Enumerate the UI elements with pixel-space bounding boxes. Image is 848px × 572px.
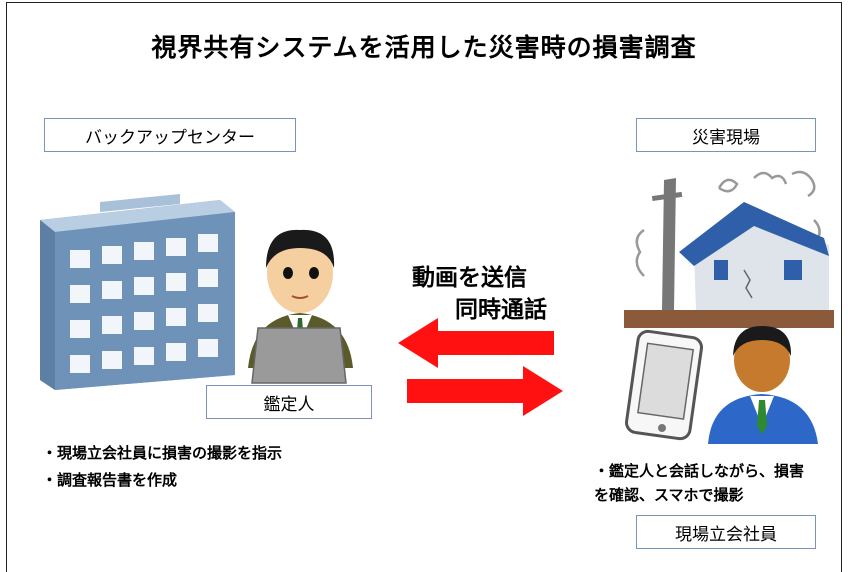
arrow-text-line1: 動画を送信	[412, 265, 527, 291]
left-bullet-item: ・現場立会社員に損害の撮影を指示	[42, 444, 283, 462]
right-bullet-list: ・鑑定人と会話しながら、損害 を確認、スマホで撮影	[594, 459, 804, 507]
damaged-house-icon	[624, 160, 834, 328]
arrow-text-line2: 同時通話	[455, 297, 547, 323]
diagram-frame	[6, 2, 842, 572]
site-staff-text: 現場立会社員	[675, 524, 777, 545]
backup-center-label: バックアップセンター	[44, 118, 296, 152]
left-bullet-list: ・現場立会社員に損害の撮影を指示 ・調査報告書を作成	[42, 440, 282, 494]
disaster-site-label: 災害現場	[636, 118, 816, 152]
appraiser-text: 鑑定人	[263, 394, 315, 415]
right-bullet-item: を確認、スマホで撮影	[594, 486, 744, 504]
appraiser-person-icon	[248, 229, 353, 384]
office-building-icon	[40, 194, 235, 390]
left-bullet-item: ・調査報告書を作成	[42, 471, 178, 489]
right-bullet-item: ・鑑定人と会話しながら、損害	[594, 462, 805, 480]
site-staff-person-icon	[708, 326, 818, 444]
appraiser-label: 鑑定人	[206, 385, 372, 419]
arrow-right-icon	[407, 366, 563, 416]
site-staff-label: 現場立会社員	[636, 515, 816, 549]
diagram-title: 視界共有システムを活用した災害時の損害調査	[151, 33, 697, 62]
smartphone-icon	[625, 329, 703, 441]
arrow-left-icon	[398, 318, 554, 368]
backup-center-text: バックアップセンター	[85, 127, 255, 148]
disaster-site-text: 災害現場	[692, 127, 760, 148]
